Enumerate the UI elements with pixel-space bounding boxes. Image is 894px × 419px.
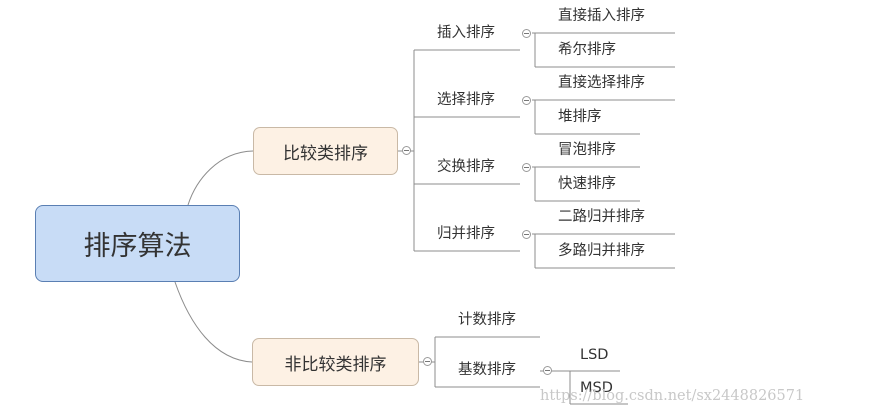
leaf-bubble-sort[interactable]: 冒泡排序 (558, 142, 616, 158)
leaf-lsd[interactable]: LSD (580, 347, 609, 363)
collapse-toggle-icon[interactable] (402, 146, 411, 155)
leaf-multi-way-merge[interactable]: 多路归并排序 (558, 243, 645, 259)
node-merge-sort[interactable]: 归并排序 (437, 226, 495, 242)
root-label: 排序算法 (83, 231, 192, 262)
leaf-quick-sort[interactable]: 快速排序 (558, 176, 616, 192)
leaf-straight-selection[interactable]: 直接选择排序 (558, 75, 645, 91)
collapse-toggle-icon[interactable] (522, 230, 531, 239)
root-node[interactable]: 排序算法 (35, 205, 240, 282)
node-select-sort[interactable]: 选择排序 (437, 92, 495, 108)
branch-label: 比较类排序 (283, 143, 368, 164)
collapse-toggle-icon[interactable] (423, 357, 432, 366)
branch-label: 非比较类排序 (284, 354, 387, 375)
collapse-toggle-icon[interactable] (522, 163, 531, 172)
node-radix-sort[interactable]: 基数排序 (458, 362, 516, 378)
node-insert-sort[interactable]: 插入排序 (437, 25, 495, 41)
collapse-toggle-icon[interactable] (522, 96, 531, 105)
node-counting-sort[interactable]: 计数排序 (458, 312, 516, 328)
leaf-shell-sort[interactable]: 希尔排序 (558, 42, 616, 58)
leaf-msd[interactable]: MSD (580, 380, 613, 396)
node-exchange-sort[interactable]: 交换排序 (437, 159, 495, 175)
root-to-compare-link (187, 150, 254, 206)
branch-noncompare-sort[interactable]: 非比较类排序 (252, 338, 419, 386)
collapse-toggle-icon[interactable] (522, 29, 531, 38)
leaf-two-way-merge[interactable]: 二路归并排序 (558, 209, 645, 225)
collapse-toggle-icon[interactable] (543, 366, 552, 375)
watermark-url: https://blog.csdn.net/sx2448826571 (540, 388, 805, 404)
leaf-straight-insertion[interactable]: 直接插入排序 (558, 8, 645, 24)
leaf-heap-sort[interactable]: 堆排序 (558, 109, 602, 125)
branch-compare-sort[interactable]: 比较类排序 (253, 127, 398, 175)
root-to-noncompare-link (174, 281, 253, 363)
